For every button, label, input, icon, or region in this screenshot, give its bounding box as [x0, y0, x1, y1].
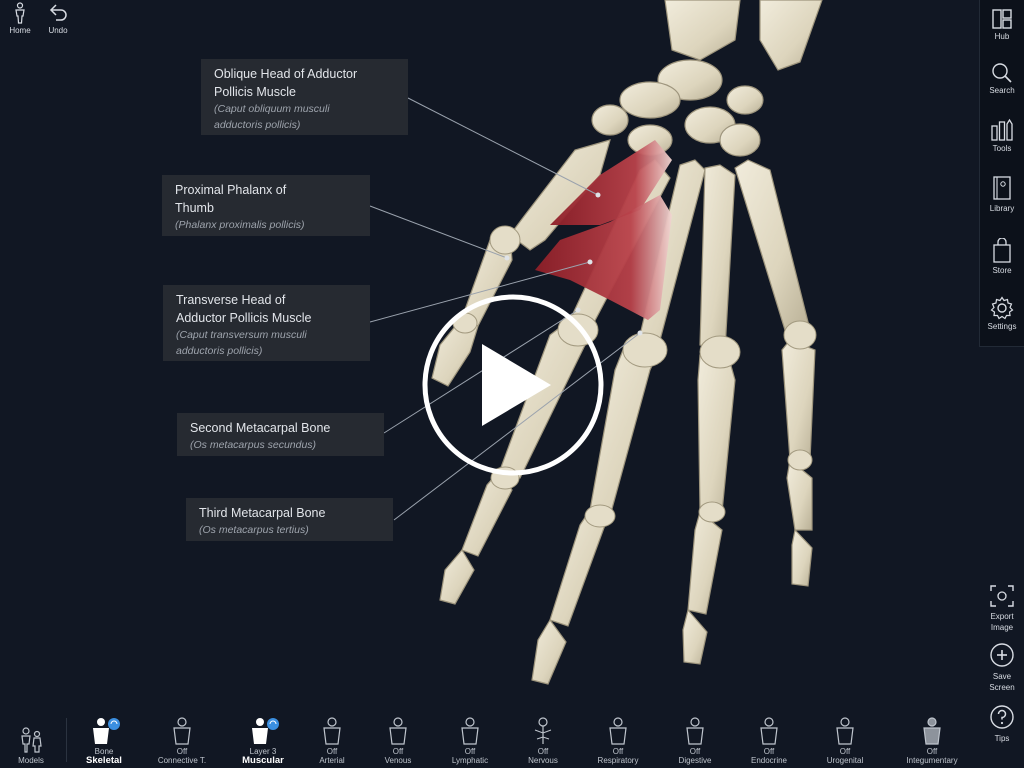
label-transverse-head-adductor-pollicis[interactable]: Transverse Head of Adductor Pollicis Mus… — [163, 285, 370, 361]
label-oblique-head-adductor-pollicis[interactable]: Oblique Head of Adductor Pollicis Muscle… — [201, 59, 408, 135]
search-button[interactable]: Search — [980, 62, 1024, 95]
hub-icon — [992, 9, 1012, 29]
system-digestive[interactable]: Off Digestive — [670, 717, 720, 765]
models-icon — [21, 727, 42, 753]
label-third-metacarpal-bone[interactable]: Third Metacarpal Bone (Os metacarpus ter… — [186, 498, 393, 541]
label-second-metacarpal-bone[interactable]: Second Metacarpal Bone (Os metacarpus se… — [177, 413, 384, 456]
help-circle-icon — [990, 705, 1014, 729]
arterial-figure-icon — [323, 717, 341, 745]
library-button[interactable]: Library — [980, 176, 1024, 213]
shopping-bag-icon — [993, 238, 1011, 263]
gear-icon — [990, 296, 1014, 320]
system-respiratory[interactable]: Off Respiratory — [592, 717, 644, 765]
connective-figure-icon — [173, 717, 191, 745]
home-button[interactable]: Home — [0, 2, 40, 35]
system-nervous[interactable]: Off Nervous — [521, 717, 565, 765]
adductor-pollicis-muscle[interactable] — [535, 140, 672, 320]
undo-label: Undo — [48, 26, 68, 35]
plus-circle-icon — [990, 643, 1014, 667]
endocrine-figure-icon — [760, 717, 778, 745]
digestive-figure-icon — [686, 717, 704, 745]
models-button[interactable]: Models — [8, 726, 54, 765]
label-leader-lines — [369, 97, 641, 521]
skeleton-figure-icon — [93, 718, 120, 744]
hub-button[interactable]: Hub — [980, 8, 1024, 41]
respiratory-figure-icon — [609, 717, 627, 745]
tools-icon — [991, 118, 1013, 141]
system-venous[interactable]: Off Venous — [376, 717, 420, 765]
search-icon — [992, 63, 1012, 83]
system-urogenital[interactable]: Off Urogenital — [818, 717, 872, 765]
integumentary-figure-icon — [923, 717, 941, 745]
person-icon — [15, 2, 25, 24]
system-skeletal[interactable]: Bone Skeletal — [78, 717, 130, 765]
system-muscular[interactable]: Layer 3 Muscular — [236, 717, 290, 765]
right-toolbar: Hub Search Tools Library Store — [979, 0, 1024, 347]
muscle-figure-icon — [252, 718, 279, 744]
undo-icon — [49, 4, 67, 21]
system-layer-bar: Models Bone Skeletal Off Connective T. L… — [0, 712, 1024, 768]
play-video-button[interactable] — [420, 292, 606, 478]
venous-figure-icon — [389, 717, 407, 745]
library-icon — [993, 176, 1011, 200]
undo-button[interactable]: Undo — [38, 2, 78, 35]
export-image-button[interactable]: Export Image — [980, 584, 1024, 633]
settings-button[interactable]: Settings — [980, 296, 1024, 331]
system-connective-tissue[interactable]: Off Connective T. — [153, 717, 211, 765]
nervous-figure-icon — [534, 717, 552, 744]
tools-button[interactable]: Tools — [980, 118, 1024, 153]
system-arterial[interactable]: Off Arterial — [310, 717, 354, 765]
hand-bones — [431, 0, 823, 685]
system-lymphatic[interactable]: Off Lymphatic — [445, 717, 495, 765]
save-screen-button[interactable]: Save Screen — [980, 642, 1024, 693]
store-button[interactable]: Store — [980, 238, 1024, 275]
home-label: Home — [9, 26, 31, 35]
tips-button[interactable]: Tips — [980, 704, 1024, 744]
lymphatic-figure-icon — [461, 717, 479, 745]
system-integumentary[interactable]: Off Integumentary — [900, 717, 964, 765]
system-endocrine[interactable]: Off Endocrine — [744, 717, 794, 765]
label-proximal-phalanx-thumb[interactable]: Proximal Phalanx of Thumb (Phalanx proxi… — [162, 175, 370, 236]
urogenital-figure-icon — [836, 717, 854, 745]
camera-frame-icon — [990, 585, 1014, 607]
